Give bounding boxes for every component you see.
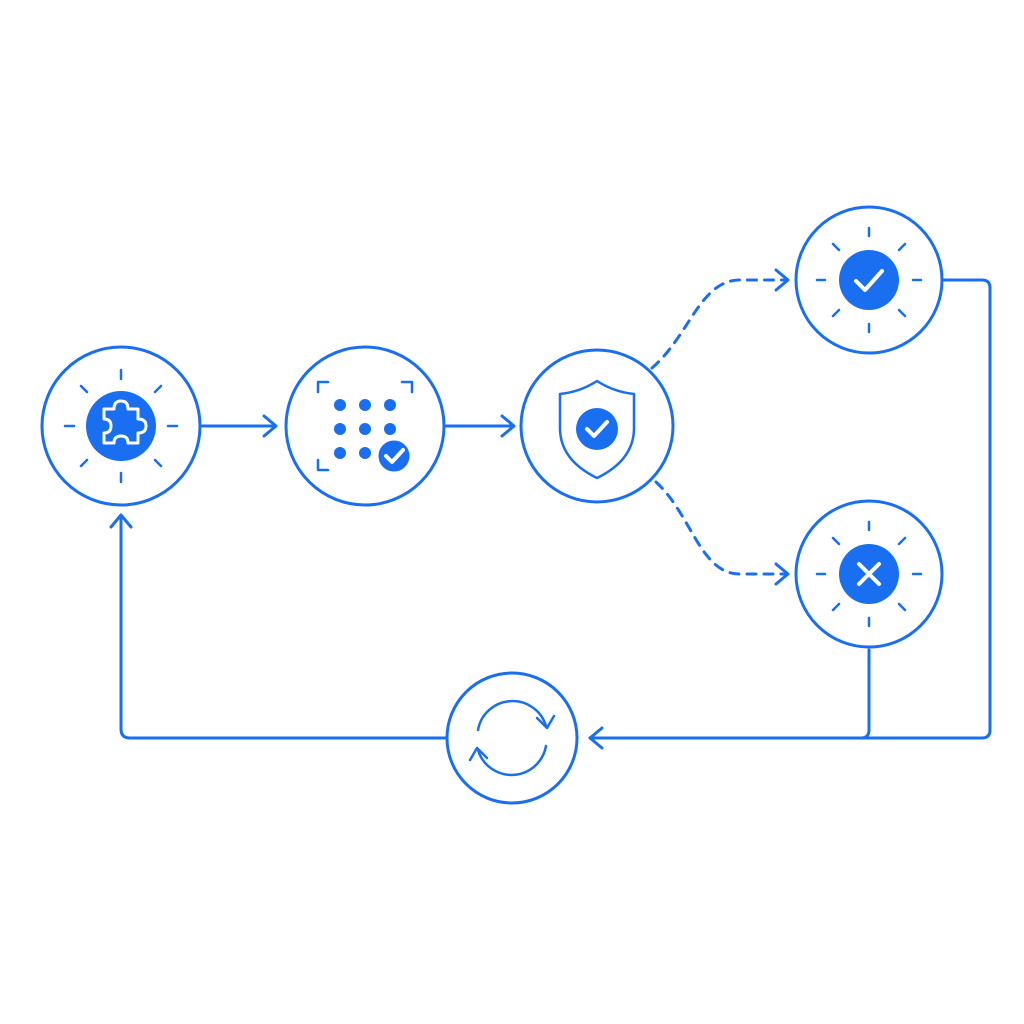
edge-failure-to-retry: [859, 648, 871, 740]
puzzle-piece-icon: [102, 399, 148, 445]
node-failure: [794, 499, 944, 649]
scan-frame-icon: [316, 380, 414, 472]
check-badge-icon: [375, 437, 413, 475]
edge-success-to-retry: [588, 278, 992, 740]
arrowhead-start: [109, 513, 133, 529]
arrowhead-retry: [588, 726, 604, 750]
edge-verify-to-success: [650, 278, 789, 370]
node-scan: [284, 345, 446, 507]
sparkle-rays: [63, 368, 179, 484]
arrowhead-failure: [774, 562, 790, 586]
node-start: [40, 345, 202, 507]
arrowhead-verify: [500, 414, 516, 438]
shield-icon: [558, 379, 636, 480]
refresh-icon: [468, 699, 556, 777]
sparkle-rays: [815, 226, 923, 334]
edge-retry-to-start: [119, 514, 449, 740]
edge-verify-to-failure: [654, 480, 789, 576]
dot-grid-icon: [334, 399, 396, 459]
sparkle-rays: [815, 520, 923, 628]
node-retry: [445, 671, 579, 805]
x-icon: [857, 562, 881, 586]
check-icon: [585, 420, 609, 438]
connectors: [109, 268, 992, 750]
check-icon: [854, 269, 884, 292]
node-success: [794, 205, 944, 355]
arrowhead-success: [774, 268, 790, 292]
check-circle-icon: [839, 250, 899, 310]
node-retry-ring: [445, 671, 579, 805]
shield-check-badge: [576, 408, 618, 450]
arrowhead-scan: [262, 414, 278, 438]
node-verify: [519, 348, 675, 504]
